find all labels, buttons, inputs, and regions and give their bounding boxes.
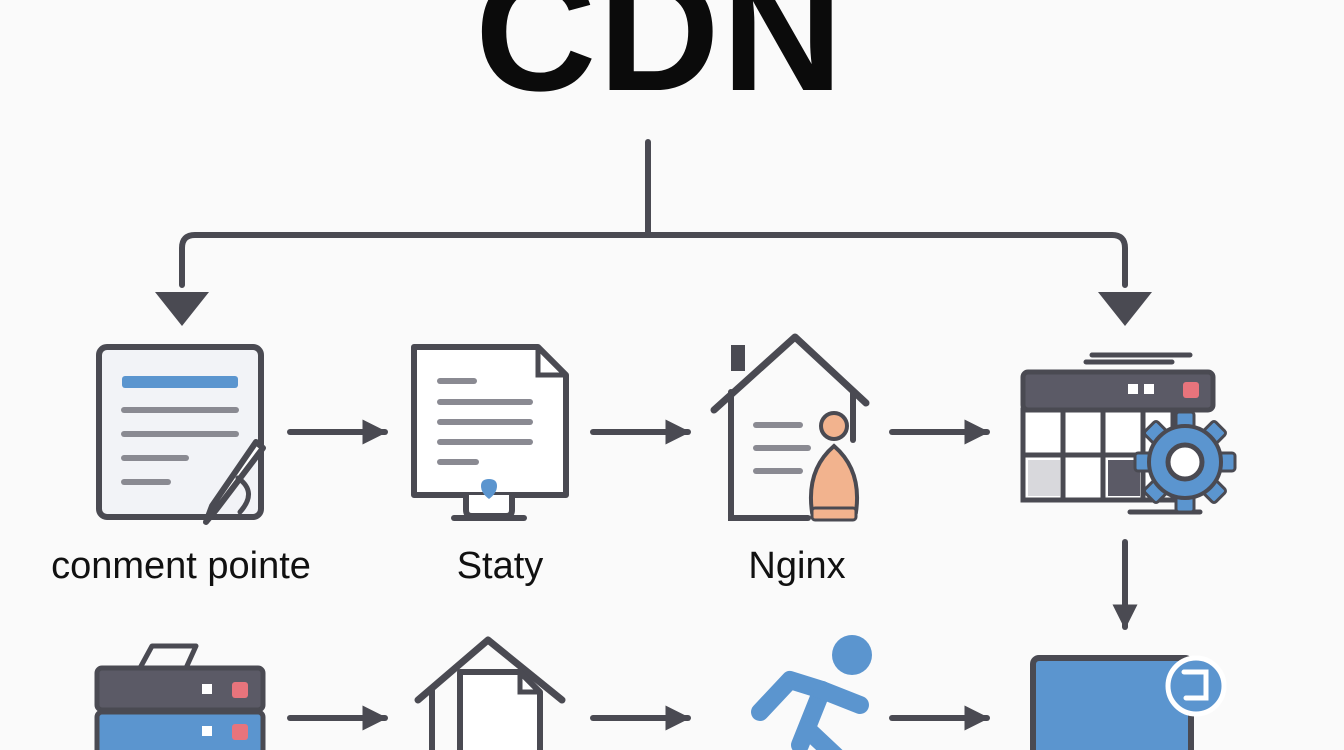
label-nginx: Nginx [748,545,846,587]
server-gear-icon [1020,352,1237,515]
server-rack-icon [94,643,266,750]
arrow-down-right [1098,292,1152,326]
top-connectors [179,139,1128,288]
label-staty: Staty [456,545,544,587]
document-monitor-icon [411,344,569,521]
walking-person-icon [751,635,872,750]
house-person-icon [710,333,870,522]
document-edit-icon [96,344,266,525]
monitor-icon [1030,655,1227,750]
diagram-title: CDN [475,0,845,126]
label-content-pointe: conment pointe [51,545,311,587]
arrow-down-left [155,292,209,326]
house-document-icon [414,636,566,750]
